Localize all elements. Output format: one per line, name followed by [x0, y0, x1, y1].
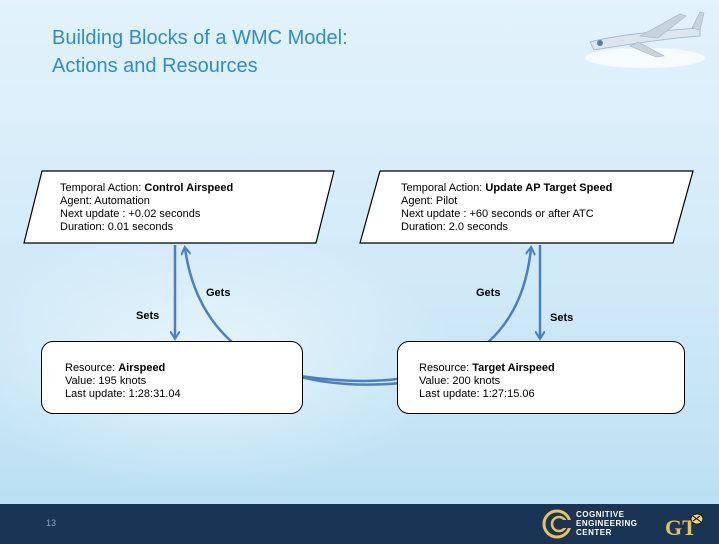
resource-box-target-airspeed — [397, 341, 685, 414]
resource-airspeed: Resource: Airspeed Value: 195 knots Last… — [65, 362, 181, 401]
resource-value: Value: 195 knots — [65, 375, 147, 387]
action-control-airspeed: Temporal Action: Control Airspeed Agent:… — [60, 182, 233, 234]
action-type-label: Temporal Action: — [401, 182, 486, 194]
resource-target-airspeed: Resource: Target Airspeed Value: 200 kno… — [419, 362, 555, 401]
airplane-icon — [585, 11, 705, 68]
resource-name: Target Airspeed — [472, 362, 555, 374]
resource-value: Value: 200 knots — [419, 375, 501, 387]
cec-logo-text: COGNITIVE ENGINEERING CENTER — [576, 510, 638, 537]
resource-box-airspeed — [41, 341, 303, 414]
resource-type-label: Resource: — [65, 362, 119, 374]
page-number: 13 — [46, 518, 57, 528]
title-line-2: Actions and Resources — [52, 55, 258, 77]
slide-title: Building Blocks of a WMC Model: Actions … — [52, 24, 348, 80]
edge-label-sets-left: Sets — [136, 310, 160, 322]
edge-label-sets-right: Sets — [550, 312, 574, 324]
resource-type-label: Resource: — [419, 362, 473, 374]
action-duration: Duration: 0.01 seconds — [60, 221, 174, 233]
logo-line-3: CENTER — [576, 528, 612, 537]
cec-logo-icon — [542, 509, 574, 539]
action-agent: Agent: Pilot — [401, 195, 458, 207]
action-type-label: Temporal Action: — [60, 182, 145, 194]
action-agent: Agent: Automation — [60, 195, 150, 207]
action-name: Update AP Target Speed — [485, 182, 613, 194]
resource-last-update: Last update: 1:28:31.04 — [65, 388, 181, 400]
action-next-update: Next update : +0.02 seconds — [60, 208, 201, 220]
edge-label-gets-left: Gets — [206, 287, 231, 299]
action-title: Temporal Action: Update AP Target Speed — [401, 182, 612, 195]
title-line-1: Building Blocks of a WMC Model: — [52, 27, 348, 49]
logo-line-2: ENGINEERING — [576, 519, 638, 528]
action-next-update: Next update : +60 seconds or after ATC — [401, 208, 594, 220]
gt-logo-icon: GT — [665, 513, 704, 540]
logo-line-1: COGNITIVE — [576, 510, 625, 519]
resource-last-update: Last update: 1:27:15.06 — [419, 388, 535, 400]
resource-name: Airspeed — [118, 362, 166, 374]
resource-title: Resource: Airspeed — [65, 362, 181, 375]
action-title: Temporal Action: Control Airspeed — [60, 182, 233, 195]
resource-title: Resource: Target Airspeed — [419, 362, 555, 375]
action-shape-control-airspeed — [23, 170, 335, 244]
action-update-ap-target-speed: Temporal Action: Update AP Target Speed … — [401, 182, 612, 234]
flow-diagram — [23, 170, 694, 386]
edge-label-gets-right: Gets — [476, 287, 501, 299]
footer-bar: 13 COGNITIVE ENGINEERING CENTER GT — [0, 504, 719, 544]
action-name: Control Airspeed — [144, 182, 234, 194]
action-shape-update-ap-target-speed — [359, 170, 694, 244]
action-duration: Duration: 2.0 seconds — [401, 221, 509, 233]
